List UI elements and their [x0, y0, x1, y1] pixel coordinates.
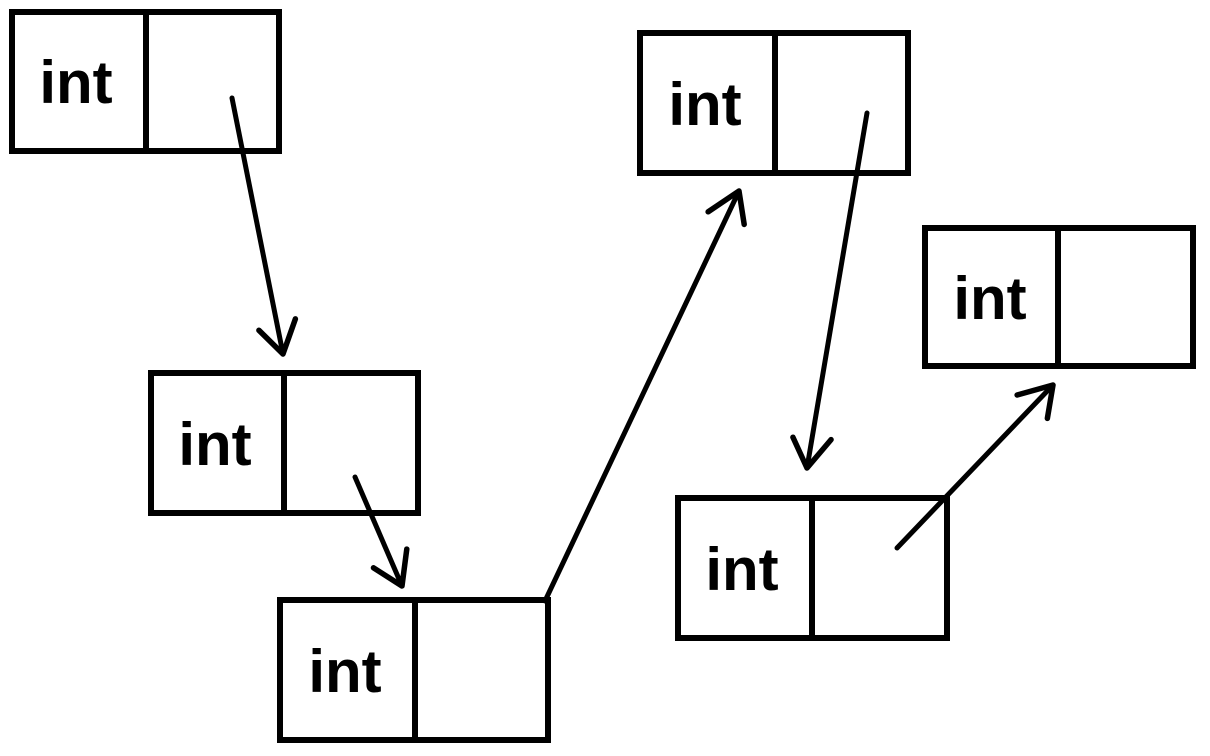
list-node-2: int — [148, 370, 421, 516]
list-node-6: int — [922, 225, 1196, 369]
node-3-type-label: int — [308, 638, 381, 705]
pointer-arrow-node3-to-node4 — [542, 188, 747, 604]
node-6-type-label: int — [953, 265, 1026, 332]
pointer-arrow-node1-to-node2 — [229, 95, 299, 357]
pointer-arrow-node5-to-node6 — [894, 382, 1056, 551]
list-node-5: int — [675, 495, 950, 641]
node-2-type-label: int — [178, 411, 251, 478]
list-node-3: int — [277, 597, 551, 743]
list-node-1: int — [9, 9, 282, 154]
list-node-4: int — [637, 30, 911, 176]
pointer-arrow-node2-to-node3 — [352, 474, 410, 589]
pointer-arrow-node4-to-node5 — [790, 110, 870, 471]
node-4-type-label: int — [668, 71, 741, 138]
node-5-type-label: int — [705, 536, 778, 603]
node-1-type-label: int — [39, 49, 112, 116]
